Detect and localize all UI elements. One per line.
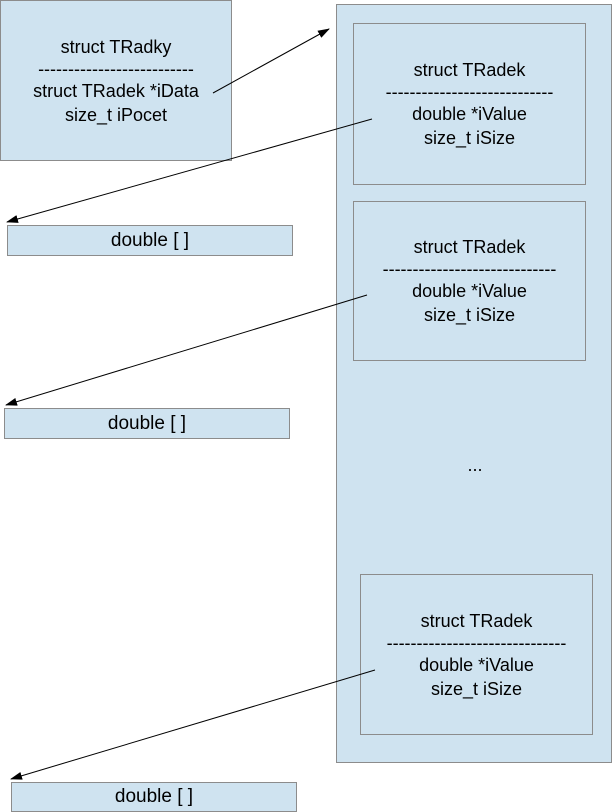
tradek-struct-title: struct TRadek [413,237,526,257]
tradek-struct-title: struct TRadek [420,610,533,631]
tradek-struct-box-3: struct TRadek --------------------------… [360,574,593,735]
double-array-box-2: double [ ] [4,408,290,439]
ellipsis-marker: ... [467,455,483,475]
tradek-struct-box-2: struct TRadek --------------------------… [353,201,586,361]
double-array-label: double [ ] [114,786,194,807]
tradek-struct-box-1: struct TRadek --------------------------… [353,23,586,185]
tradek-field-ivalue: double *iValue [412,281,527,301]
tradek-field-isize: size_t iSize [430,678,523,699]
tradek-field-isize: size_t iSize [423,128,516,148]
tradky-field-ipocet: size_t iPocet [64,104,168,125]
double-array-box-1: double [ ] [7,225,293,256]
tradky-struct-box: struct TRadky --------------------------… [0,0,232,161]
tradky-field-idata: struct TRadek *iData [33,80,199,101]
double-array-label: double [ ] [110,229,190,251]
tradky-struct-separator: -------------------------- [38,58,194,79]
double-array-label: double [ ] [107,412,187,434]
ivalue-pointer-arrow-2 [5,294,368,406]
tradek-struct-separator: ---------------------------- [385,82,554,102]
tradek-field-ivalue: double *iValue [412,104,527,124]
ivalue-pointer-arrow-3 [10,669,376,780]
tradek-field-ivalue: double *iValue [419,654,534,675]
tradky-struct-title: struct TRadky [60,36,172,57]
tradek-struct-separator: ----------------------------- [382,259,557,279]
tradek-struct-title: struct TRadek [413,60,526,80]
tradek-field-isize: size_t iSize [423,305,516,325]
double-array-box-3: double [ ] [11,782,297,812]
tradek-struct-separator: ------------------------------ [386,632,567,653]
